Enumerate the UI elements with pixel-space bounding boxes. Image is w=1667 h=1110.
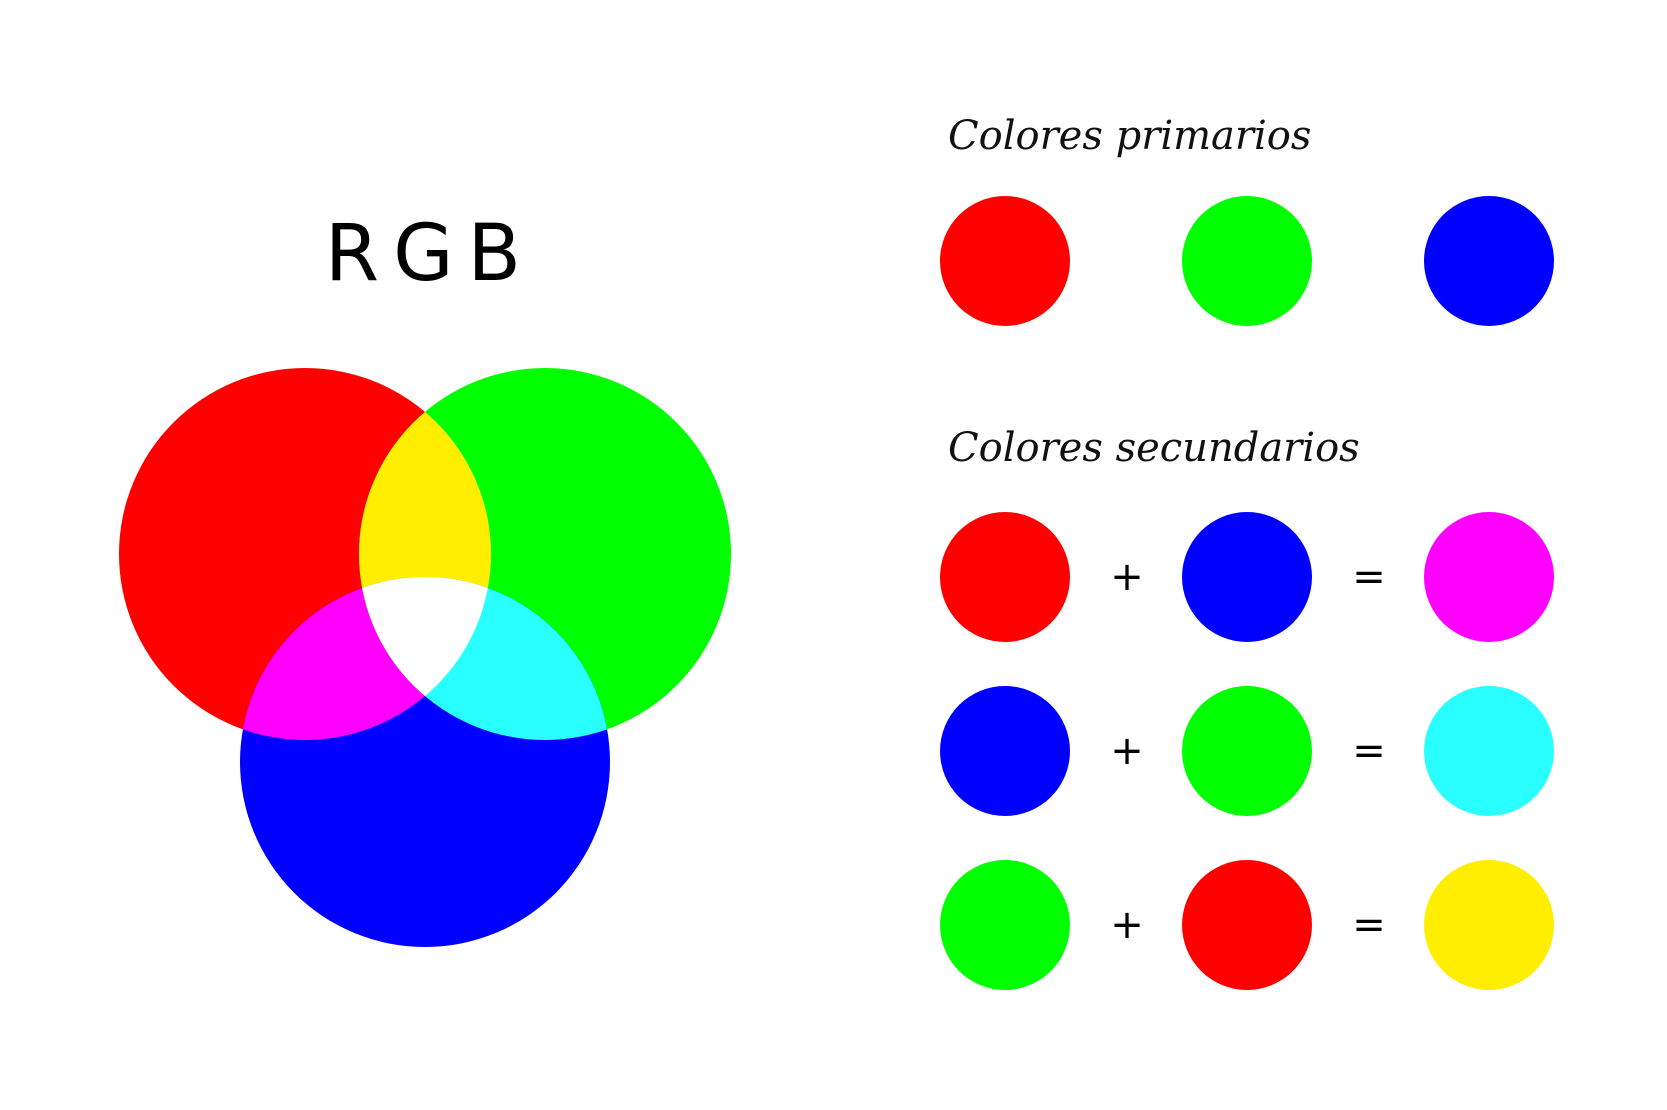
- plus-sign: +: [1110, 902, 1144, 948]
- venn-magenta-overlap: [240, 577, 491, 740]
- primary-swatch-green: [1182, 196, 1312, 326]
- primary-swatch-red: [940, 196, 1070, 326]
- plus-sign: +: [1110, 728, 1144, 774]
- secondary-row3-swatch-result: [1424, 860, 1554, 990]
- secondary-row1-swatch-b: [1182, 512, 1312, 642]
- primary-swatch-blue: [1424, 196, 1554, 326]
- primary-colors-heading: Colores primarios: [948, 113, 1312, 159]
- secondary-row2-swatch-a: [940, 686, 1070, 816]
- secondary-row1-swatch-result: [1424, 512, 1554, 642]
- secondary-colors-heading: Colores secundarios: [948, 425, 1360, 471]
- equals-sign: =: [1352, 554, 1386, 600]
- secondary-row2-swatch-b: [1182, 686, 1312, 816]
- equals-sign: =: [1352, 728, 1386, 774]
- equals-sign: =: [1352, 902, 1386, 948]
- secondary-row2-swatch-result: [1424, 686, 1554, 816]
- plus-sign: +: [1110, 554, 1144, 600]
- secondary-row3-swatch-b: [1182, 860, 1312, 990]
- secondary-row1-swatch-a: [940, 512, 1070, 642]
- secondary-row3-swatch-a: [940, 860, 1070, 990]
- rgb-venn-diagram: [119, 368, 731, 947]
- venn-cyan-overlap: [359, 577, 610, 740]
- rgb-title: RGB: [324, 209, 536, 299]
